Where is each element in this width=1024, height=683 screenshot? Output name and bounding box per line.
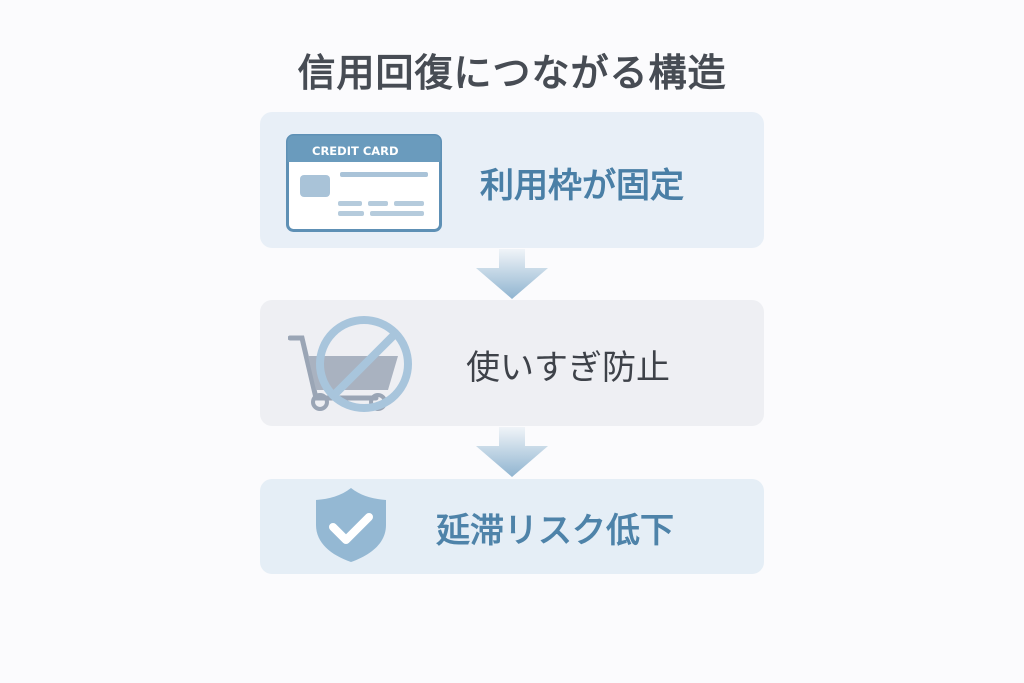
step-prevent-overspending: 使いすぎ防止 — [260, 300, 764, 426]
step-label: 使いすぎ防止 — [466, 348, 670, 388]
credit-card-icon: CREDIT CARD — [286, 134, 442, 232]
step-lower-delinquency-risk: 延滞リスク低下 — [260, 479, 764, 574]
arrow-down-icon — [476, 249, 548, 299]
step-label: 利用枠が固定 — [480, 166, 684, 206]
card-text: CREDIT CARD — [312, 144, 399, 158]
step-label: 延滞リスク低下 — [436, 511, 674, 551]
step-fixed-limit: CREDIT CARD 利用枠が固定 — [260, 112, 764, 248]
diagram-title: 信用回復につながる構造 — [297, 51, 727, 95]
shield-check-icon — [316, 488, 386, 562]
arrow-down-icon — [476, 427, 548, 477]
no-shopping-cart-icon — [288, 316, 412, 412]
